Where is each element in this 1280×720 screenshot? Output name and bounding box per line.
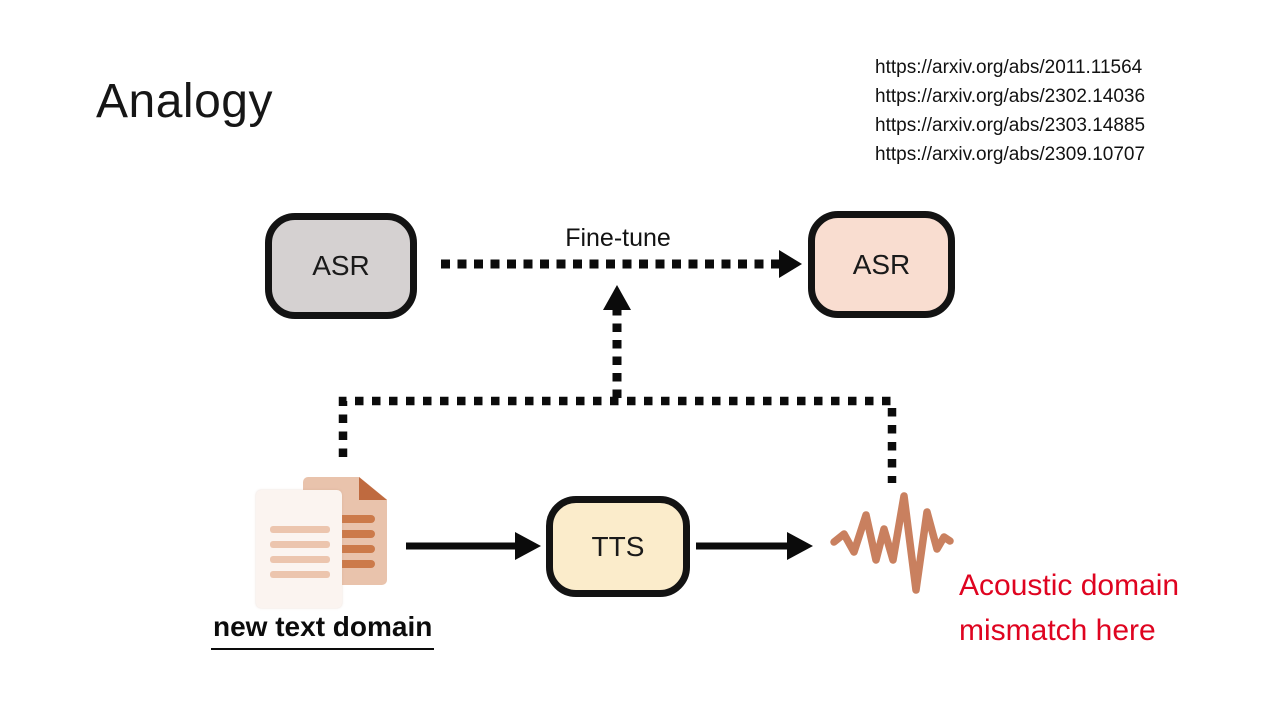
- asr-source-box: ASR: [265, 213, 417, 319]
- dotted-bracket: [338, 396, 897, 483]
- annotation-line-2: mismatch here: [959, 614, 1156, 647]
- tts-box: TTS: [546, 496, 690, 597]
- reference-link: https://arxiv.org/abs/2303.14885: [875, 115, 1146, 136]
- acoustic-mismatch-annotation: Acoustic domain mismatch here: [959, 563, 1179, 653]
- asr-source-label: ASR: [312, 250, 370, 281]
- page-title: Analogy: [96, 75, 273, 128]
- document-front-page: [256, 490, 342, 608]
- waveform-icon: [830, 492, 954, 594]
- asr-target-label: ASR: [852, 248, 911, 280]
- asr-target-box: ASR: [808, 211, 955, 318]
- upward-arrowhead: [603, 285, 631, 310]
- tts-to-audio-arrowhead: [787, 532, 813, 560]
- text-domain-caption: new text domain: [211, 611, 435, 650]
- reference-links: https://arxiv.org/abs/2011.11564 https:/…: [875, 53, 1145, 169]
- annotation-line-1: Acoustic domain: [959, 569, 1180, 602]
- reference-link: https://arxiv.org/abs/2302.14036: [875, 86, 1146, 107]
- finetune-arrowhead: [779, 250, 802, 278]
- reference-link: https://arxiv.org/abs/2011.11564: [875, 57, 1143, 78]
- reference-link: https://arxiv.org/abs/2309.10707: [875, 144, 1146, 165]
- documents-icon: [256, 477, 402, 609]
- tts-label: TTS: [591, 530, 645, 562]
- docs-to-tts-arrowhead: [515, 532, 541, 560]
- finetune-label: Fine-tune: [565, 224, 671, 252]
